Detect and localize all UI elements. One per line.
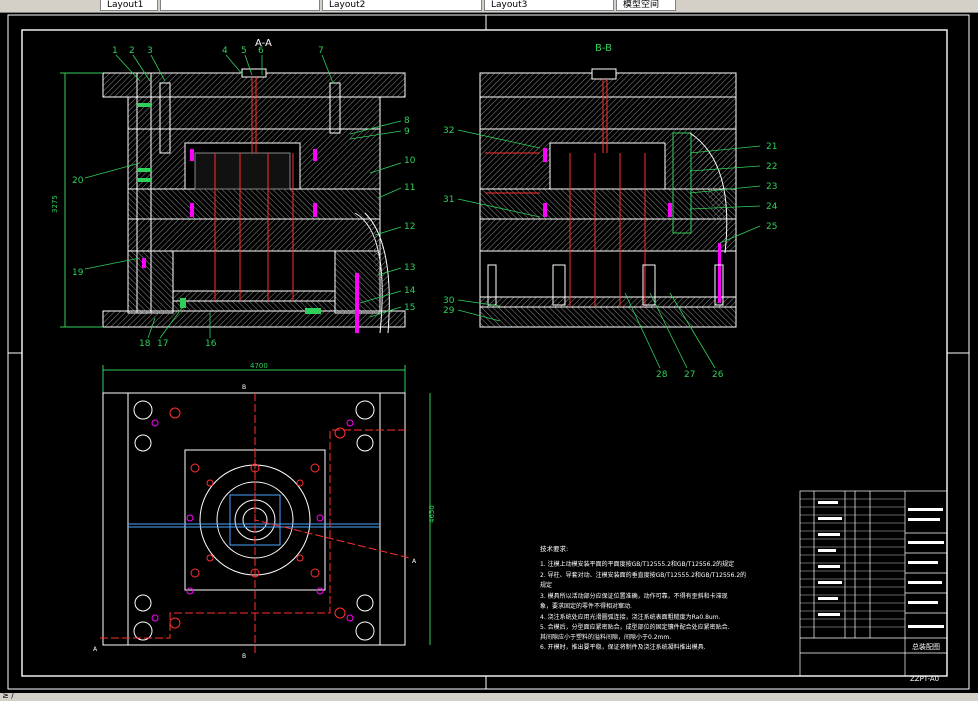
drawing-code: ZZPT-A0 (910, 675, 939, 683)
tech-title: 技术要求: (540, 544, 568, 553)
tab-layout3[interactable]: Layout3 (484, 0, 614, 11)
callout-6: 6 (258, 46, 264, 56)
tab-layout1[interactable]: Layout1 (100, 0, 158, 11)
tech-line-9: 6. 开模时，推出要平稳，保证将制件及浇注系统凝料推出模具. (540, 643, 706, 651)
callouts-left (84, 54, 402, 339)
callout-22: 22 (766, 162, 777, 172)
callout-9: 9 (404, 127, 410, 137)
callout-5: 5 (241, 46, 247, 56)
callout-27: 27 (684, 370, 695, 380)
callout-21: 21 (766, 142, 777, 152)
tech-line-2: 2. 导柱、导套对动、注模安装面的垂直度按GB/T12555.2和GB/T125… (540, 571, 746, 579)
callout-32: 32 (443, 126, 454, 136)
callout-30: 30 (443, 296, 455, 306)
title-block-fill (818, 501, 944, 628)
cut-mark-b-top: B (242, 384, 246, 391)
cut-mark-a-right: A (412, 558, 417, 565)
tech-line-4: 3. 模具所以活动部分应保证位置准确，动作可靠，不得有歪斜和卡滞现 (540, 592, 728, 600)
callout-28: 28 (656, 370, 668, 380)
tech-line-3: 规定 (540, 581, 552, 589)
callouts-right-leaders (457, 129, 761, 369)
dim-height-left: 3275 (51, 195, 59, 213)
tech-line-6: 4. 浇注系统处应用光滑圆弧连接，浇注系统表面粗糙度为Ra0.8um. (540, 613, 721, 621)
callout-25: 25 (766, 222, 777, 232)
callout-17: 17 (157, 339, 168, 349)
callout-labels-left: 1 2 3 4 5 6 7 8 9 10 11 12 13 14 15 16 1… (72, 46, 416, 349)
callout-26: 26 (712, 370, 724, 380)
dim-height-right: 4650 (428, 505, 436, 523)
callout-18: 18 (139, 339, 151, 349)
callout-24: 24 (766, 202, 778, 212)
callout-3: 3 (147, 46, 153, 56)
callout-1: 1 (112, 46, 118, 56)
tab-model-space[interactable]: 模型空间 (616, 0, 676, 11)
layout-tab-bar: Layout1 Layout2 Layout3 模型空间 (0, 0, 978, 13)
tech-line-7: 5. 合模后，分型面应紧密贴合，成型部位的固定镶件配合处应紧密贴合. (540, 623, 730, 631)
drawing-name: 总装配图 (912, 642, 940, 651)
callout-16: 16 (205, 339, 217, 349)
title-block (799, 490, 948, 677)
sheet-outer-border (7, 14, 970, 690)
callout-14: 14 (404, 286, 416, 296)
callout-7: 7 (318, 46, 324, 56)
callout-29: 29 (443, 306, 455, 316)
callout-19: 19 (72, 268, 84, 278)
dim-width-top: 4700 (250, 362, 268, 370)
tab-layout1-extra[interactable] (160, 0, 320, 11)
callout-11: 11 (404, 183, 415, 193)
plan-view: 4700 4650 (93, 362, 436, 660)
callout-15: 15 (404, 303, 415, 313)
callout-23: 23 (766, 182, 777, 192)
callout-8: 8 (404, 116, 410, 126)
callout-4: 4 (222, 46, 228, 56)
drawing-canvas[interactable]: A-A (0, 13, 978, 693)
section-label-aa: A-A (255, 38, 272, 49)
callout-13: 13 (404, 263, 415, 273)
callout-labels-right: 21 22 23 24 25 26 27 28 29 30 31 32 (443, 126, 778, 380)
callout-20: 20 (72, 176, 84, 186)
cad-drawing: A-A (7, 14, 970, 690)
technical-requirements: 技术要求: 1. 注模上动模安装平面的平面度按GB/T12555.2和GB/T1… (540, 544, 746, 651)
callout-2: 2 (129, 46, 135, 56)
tech-line-8: 其间隙应小于塑料的溢料间隙，间隙小于0.2mm. (540, 633, 671, 641)
status-bar: ≥ / (0, 691, 978, 701)
cut-mark-a-left: A (93, 646, 98, 653)
callout-31: 31 (443, 195, 454, 205)
section-view-bb: B-B (479, 43, 737, 328)
section-label-bb: B-B (595, 43, 612, 54)
callout-12: 12 (404, 222, 415, 232)
tech-line-1: 1. 注模上动模安装平面的平面度按GB/T12555.2和GB/T12556.2… (540, 560, 734, 568)
title-block-rows (800, 498, 905, 628)
cut-mark-b-bottom: B (242, 653, 246, 660)
section-view-aa: A-A (51, 38, 406, 334)
status-text: ≥ / (2, 691, 14, 700)
tab-layout2[interactable]: Layout2 (322, 0, 482, 11)
callout-10: 10 (404, 156, 416, 166)
tech-line-5: 象，要求固定的零件不得相对窜动. (540, 602, 632, 610)
